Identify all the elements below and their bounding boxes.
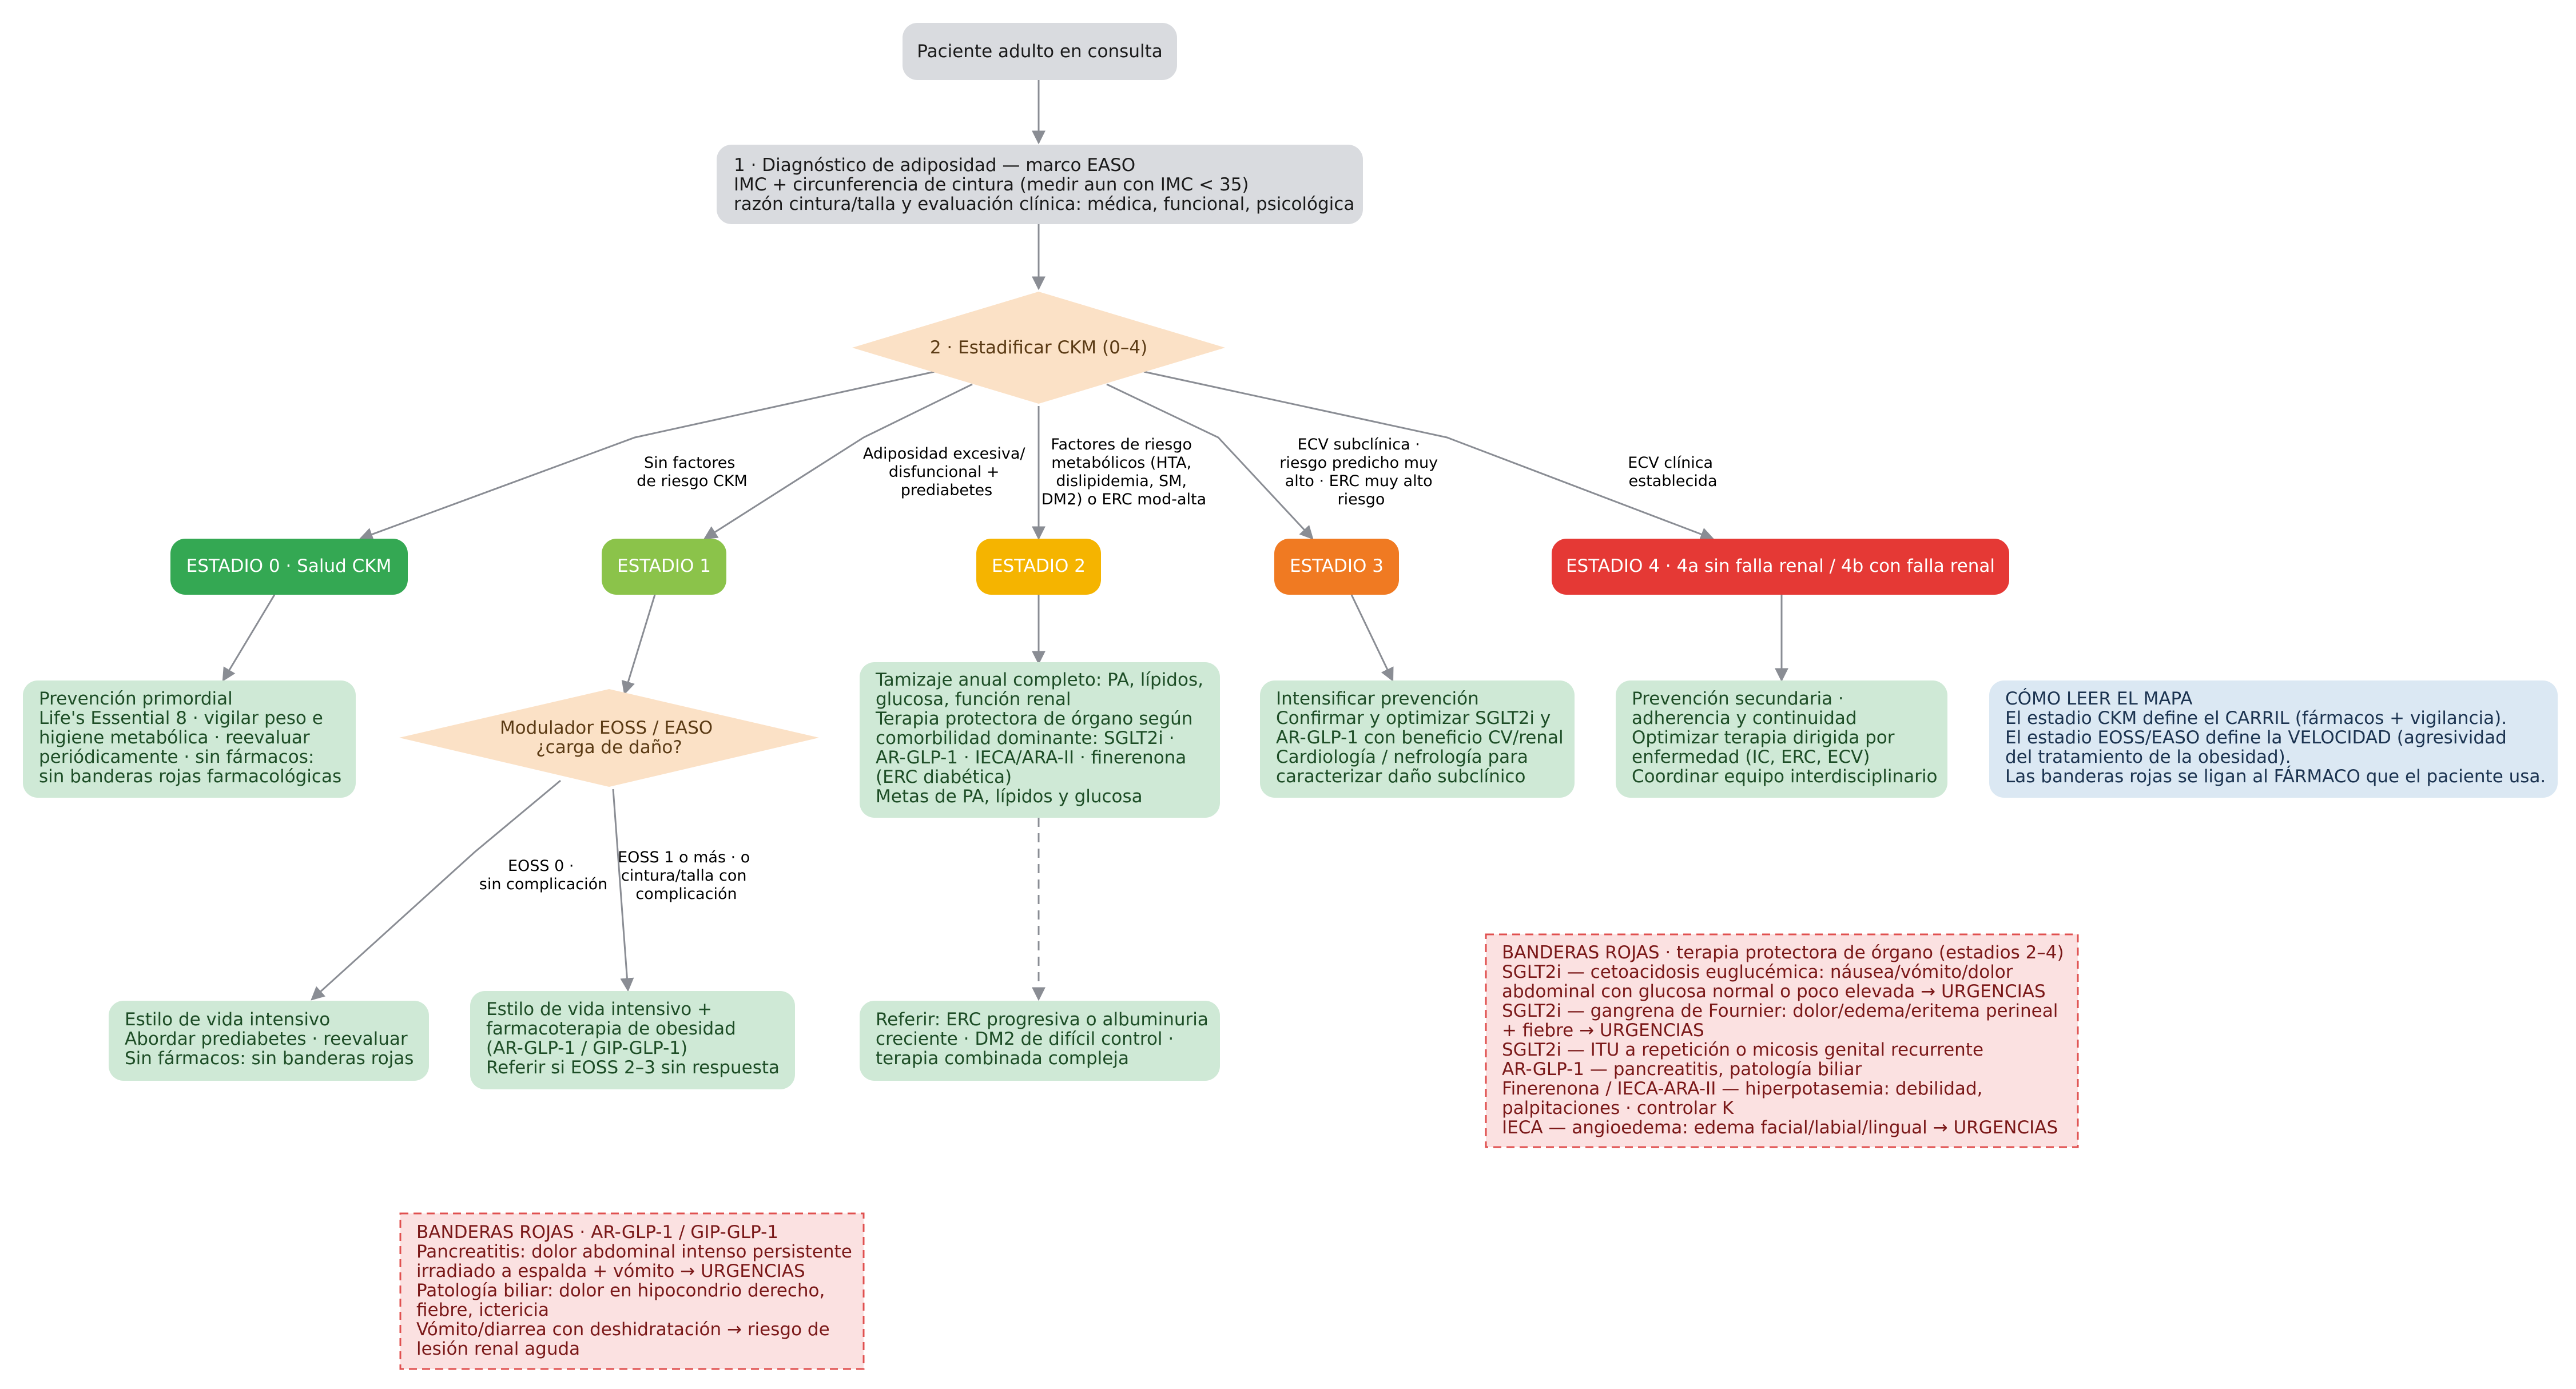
- start-label: Paciente adulto en consulta: [917, 41, 1162, 62]
- step1-text: 1 · Diagnóstico de adiposidad — marco EA…: [734, 155, 1354, 214]
- eoss0-plan-box: Estilo de vida intensivo Abordar prediab…: [109, 1001, 429, 1081]
- stage-0-label: ESTADIO 0 · Salud CKM: [186, 556, 392, 576]
- stage-2-referral-box: Referir: ERC progresiva o albuminuria cr…: [860, 1001, 1220, 1081]
- eoss1-plan-box: Estilo de vida intensivo + farmacoterapi…: [470, 991, 795, 1089]
- start-node: Paciente adulto en consulta: [903, 23, 1177, 80]
- red-flags-glp1: BANDERAS ROJAS · AR-GLP-1 / GIP-GLP-1 Pa…: [399, 1212, 865, 1370]
- edge-label-stage0: Sin factores de riesgo CKM: [637, 454, 748, 490]
- red-flags-organ-therapy: BANDERAS ROJAS · terapia protectora de ó…: [1485, 933, 2079, 1148]
- edge-label-stage3: ECV subclínica · riesgo predicho muy alt…: [1279, 436, 1442, 508]
- edge-step2-stage4: [1143, 371, 1715, 541]
- eoss-modulator-decision: Modulador EOSS / EASO ¿carga de daño?: [399, 689, 819, 787]
- edges: [222, 80, 1788, 1001]
- stage-0-plan-text: Prevención primordial Life's Essential 8…: [39, 688, 341, 787]
- eoss1-plan-text: Estilo de vida intensivo + farmacoterapi…: [486, 999, 780, 1078]
- edge-eoss-eoss1: [612, 789, 634, 992]
- edge-labels: Sin factores de riesgo CKM Adiposidad ex…: [479, 436, 1718, 903]
- stage-4-node: ESTADIO 4 · 4a sin falla renal / 4b con …: [1552, 539, 2009, 595]
- stage-2-plan-text: Tamizaje anual completo: PA, lípidos, gl…: [875, 670, 1209, 807]
- stage-2-node: ESTADIO 2: [976, 539, 1101, 595]
- stage-1-label: ESTADIO 1: [617, 556, 711, 576]
- stage-4-label: ESTADIO 4 · 4a sin falla renal / 4b con …: [1566, 556, 1995, 576]
- stage-2-plan-box: Tamizaje anual completo: PA, lípidos, gl…: [860, 662, 1220, 818]
- stage-0-plan-box: Prevención primordial Life's Essential 8…: [23, 680, 356, 798]
- stage-3-node: ESTADIO 3: [1274, 539, 1399, 595]
- red-flags-glp1-text: BANDERAS ROJAS · AR-GLP-1 / GIP-GLP-1 Pa…: [416, 1222, 858, 1359]
- how-to-read-legend: CÓMO LEER EL MAPA El estadio CKM define …: [1989, 680, 2558, 798]
- eoss-modulator-text: Modulador EOSS / EASO ¿carga de daño?: [500, 718, 718, 758]
- stage-1-node: ESTADIO 1: [602, 539, 726, 595]
- stage-3-plan-text: Intensificar prevención Confirmar y opti…: [1276, 688, 1569, 787]
- stage-4-plan-text: Prevención secundaria · adherencia y con…: [1632, 688, 1937, 787]
- stage-3-label: ESTADIO 3: [1290, 556, 1384, 576]
- step2-stage-decision: 2 · Estadificar CKM (0–4): [852, 292, 1225, 404]
- edge-step2-stage0: [359, 371, 935, 541]
- step1-adiposity-diagnosis: 1 · Diagnóstico de adiposidad — marco EA…: [717, 145, 1363, 224]
- stage-4-plan-box: Prevención secundaria · adherencia y con…: [1616, 680, 1947, 798]
- edge-step2-stage3: [1106, 383, 1314, 540]
- edge-eoss-eoss0: [311, 779, 561, 1001]
- edge-label-eoss0: EOSS 0 · sin complicación: [479, 857, 607, 893]
- edge-label-stage1: Adiposidad excesiva/ disfuncional + pred…: [863, 445, 1030, 499]
- edge-label-stage2: Factores de riesgo metabólicos (HTA, dis…: [1041, 436, 1206, 508]
- edge-label-eoss1: EOSS 1 o más · o cintura/talla con compl…: [618, 849, 755, 903]
- edge-stage0-plan: [222, 594, 276, 682]
- edge-stage3-plan: [1350, 594, 1394, 682]
- edge-label-stage4: ECV clínica establecida: [1628, 454, 1718, 490]
- stage-2-referral-text: Referir: ERC progresiva o albuminuria cr…: [876, 1009, 1214, 1069]
- stage-2-label: ESTADIO 2: [992, 556, 1086, 576]
- stage-3-plan-box: Intensificar prevención Confirmar y opti…: [1260, 680, 1575, 798]
- step2-label: 2 · Estadificar CKM (0–4): [930, 337, 1147, 358]
- edge-stage1-eoss: [621, 594, 656, 695]
- eoss0-plan-text: Estilo de vida intensivo Abordar prediab…: [125, 1009, 414, 1069]
- red-flags-organ-text: BANDERAS ROJAS · terapia protectora de ó…: [1502, 942, 2069, 1138]
- how-to-read-text: CÓMO LEER EL MAPA El estadio CKM define …: [2005, 688, 2546, 787]
- edge-step2-stage1: [703, 383, 973, 540]
- stage-0-node: ESTADIO 0 · Salud CKM: [170, 539, 408, 595]
